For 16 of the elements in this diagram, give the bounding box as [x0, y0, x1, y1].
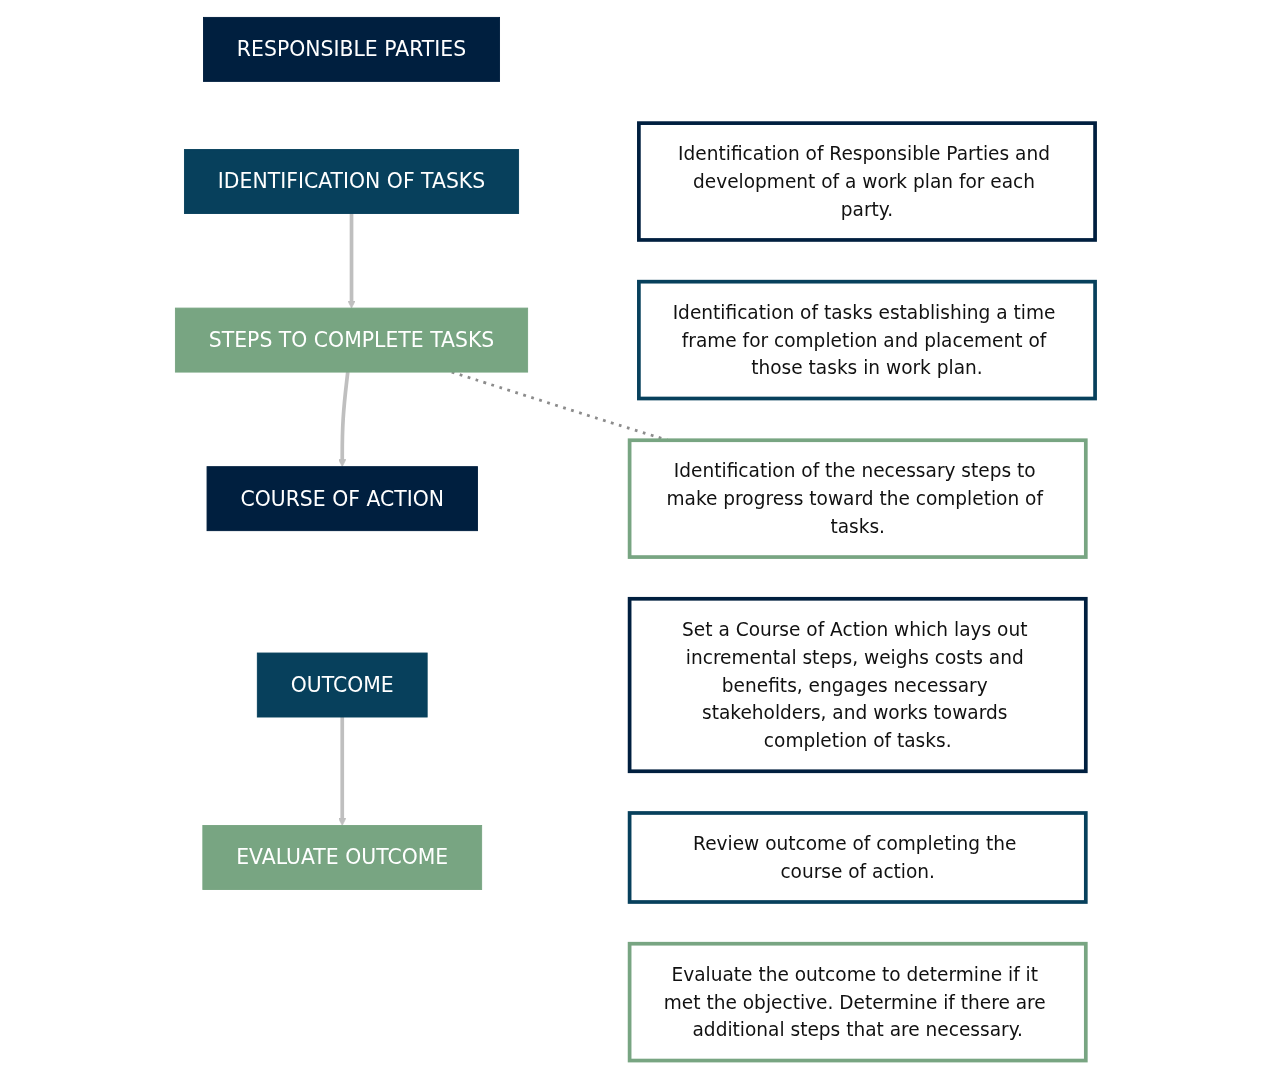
node-box	[257, 652, 428, 718]
node-box	[202, 825, 483, 890]
node-box	[203, 16, 501, 82]
node-box	[628, 438, 1088, 559]
flowchart-diagram: RESPONSIBLE PARTIES IDENTIFICATION OF TASKS STEPS TO COMPLETE TASKS COURSE OF ACTION OUTCOME EVALUATE OUTCOME Identification of Responsible Parties and development of a work plan for each party. Identification of tasks establishing a time frame for completion and placement of those tasks in work plan. Identification of the necessary steps to make progress toward the completion of tasks. Set a Course of Action which lays out incremental steps, weighs costs and benefits, engages necessary stakeholders, and works towards completion of tasks. Review outcome of completing the course of action. Evaluate the outcome to determine if it met the objective. Determine if there are additional steps that are necessary.	[168, 10, 1103, 1068]
node-box	[184, 149, 520, 214]
node-box	[175, 307, 529, 373]
node-box	[637, 279, 1098, 401]
arrow	[338, 717, 347, 826]
arrow	[338, 371, 350, 468]
node-box	[628, 941, 1088, 1063]
node-box	[637, 121, 1098, 242]
node-box	[206, 466, 479, 532]
node-box	[628, 596, 1088, 774]
arrow	[347, 213, 356, 309]
node-box	[628, 811, 1088, 904]
